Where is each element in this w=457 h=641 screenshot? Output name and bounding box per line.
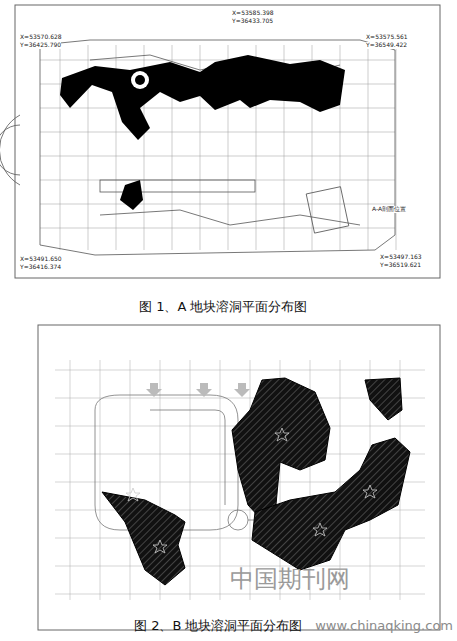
- coordinate-label: X=53575.561: [366, 34, 408, 41]
- coordinate-label: Y=36519.621: [380, 262, 421, 269]
- watermark: www.chinaqking.com: [315, 619, 453, 633]
- entry-arrow: [146, 383, 250, 397]
- coordinate-label: Y=36549.422: [366, 42, 407, 49]
- coordinate-label: Y=36416.374: [20, 264, 61, 271]
- coordinate-label: X=53491.650: [20, 256, 62, 263]
- coordinate-label: Y=36425.790: [20, 42, 61, 49]
- coordinate-label: X=53570.628: [20, 34, 62, 41]
- figure-frame: [15, 5, 440, 278]
- borehole-star: [126, 428, 377, 553]
- figure-caption: 图 1、A 地块溶洞平面分布图: [139, 300, 307, 314]
- coordinate-label: X=53585.398: [232, 10, 274, 17]
- section-label: A-A剖面位置: [372, 206, 406, 213]
- site-grid: [40, 45, 396, 250]
- figure-frame: [38, 325, 440, 630]
- site-outline: [0, 40, 395, 255]
- coordinate-label: Y=36433.705: [232, 18, 273, 25]
- coordinate-label: X=53497.163: [380, 254, 422, 261]
- site-grid: [55, 360, 425, 600]
- watermark: 中国期刊网: [230, 566, 350, 592]
- karst-cave: [102, 378, 410, 585]
- figure-caption: 图 2、B 地块溶洞平面分布图: [134, 619, 302, 633]
- karst-cave: [60, 55, 345, 210]
